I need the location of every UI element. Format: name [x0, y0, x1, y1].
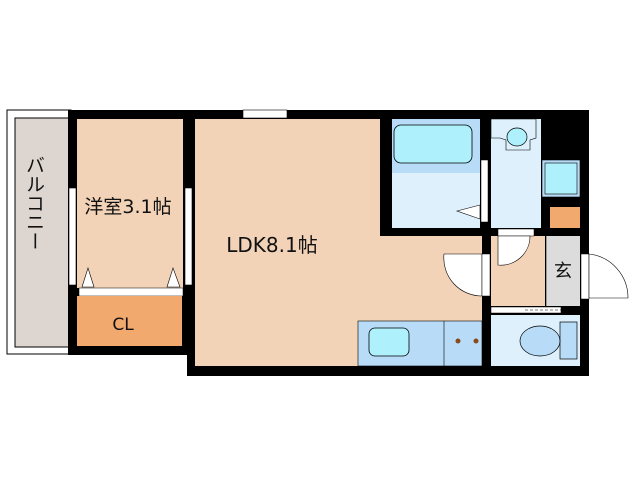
front-door — [588, 253, 629, 299]
closet — [77, 296, 182, 346]
closet-label: CL — [112, 315, 134, 335]
entrance — [546, 236, 580, 306]
entrance-label: 玄 — [554, 261, 572, 282]
ldk-room — [195, 119, 482, 366]
window-top — [242, 109, 288, 119]
closet-door-marker-left — [81, 267, 95, 288]
balcony-label: バルコニー — [23, 156, 45, 251]
bathtub — [393, 124, 473, 164]
closet-door-rail — [78, 287, 184, 297]
western-room — [77, 119, 183, 288]
bathroom-door — [480, 159, 489, 223]
stove-burner — [455, 338, 461, 344]
balcony-label-text: バルコニー — [23, 156, 45, 251]
ldk-door — [443, 253, 483, 297]
closet-door-marker-right — [166, 267, 181, 288]
basin-bowl — [506, 127, 528, 147]
storage — [550, 207, 580, 228]
toilet-bowl — [519, 325, 561, 357]
window-balcony-west — [68, 187, 77, 286]
window-balcony-east — [184, 187, 193, 286]
western-room-label: 洋室3.1帖 — [84, 196, 171, 218]
washroom-door — [497, 235, 531, 266]
bathroom-door-marker — [455, 204, 481, 220]
balcony — [14, 117, 72, 348]
ldk-label: LDK8.1帖 — [226, 233, 317, 257]
kitchen-sink — [368, 327, 410, 357]
stove-burner — [473, 338, 479, 344]
toilet-tank — [559, 321, 578, 360]
